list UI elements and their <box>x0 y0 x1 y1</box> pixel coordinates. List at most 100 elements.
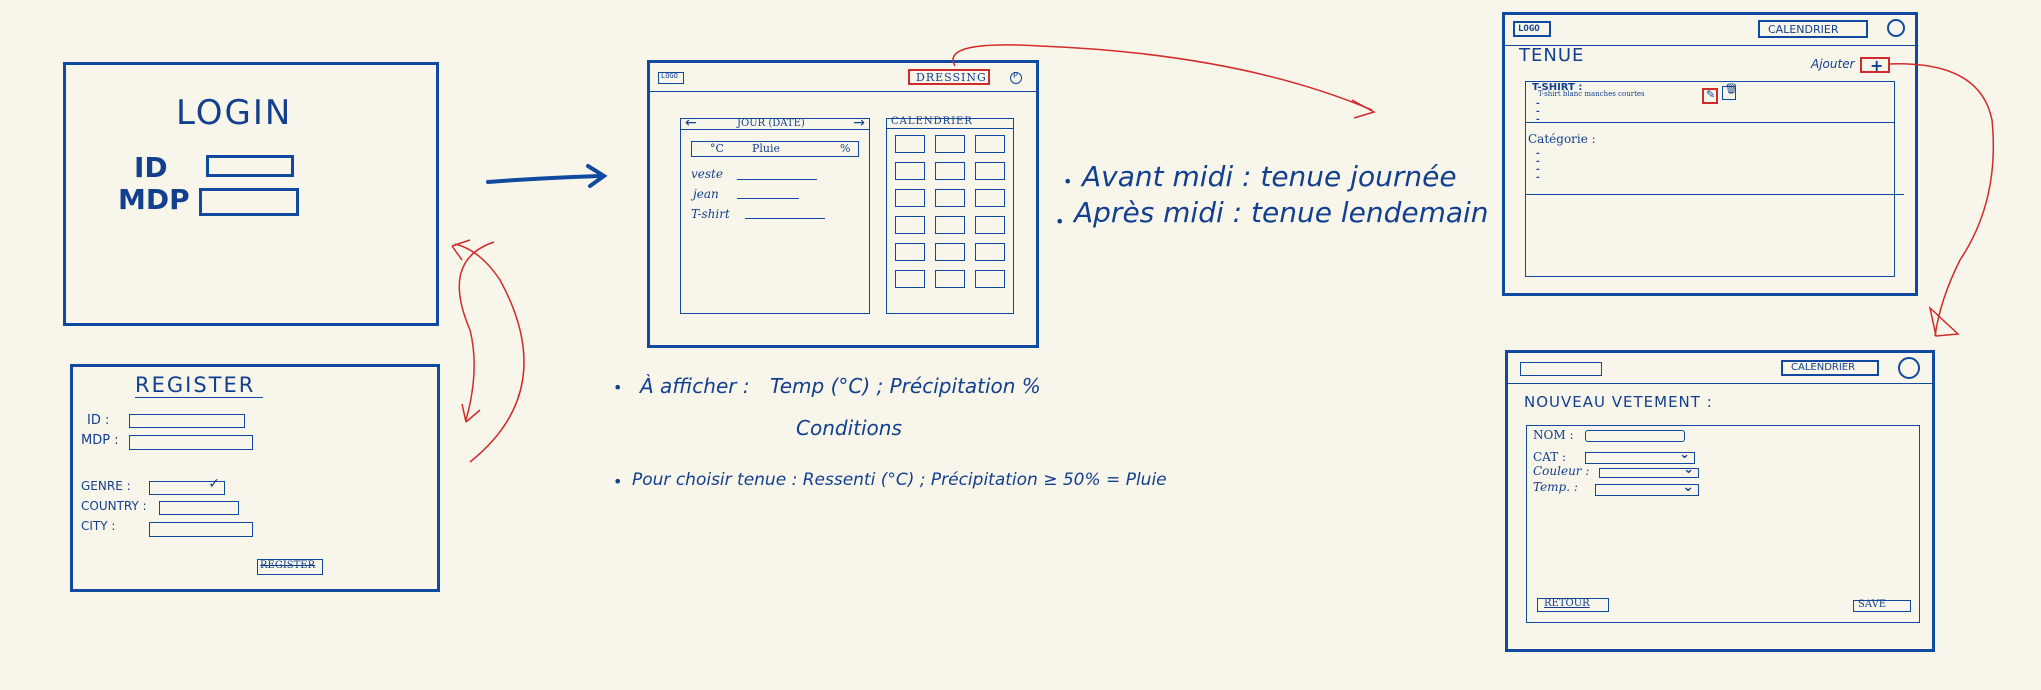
tenue-list: T-SHIRT : T-shirt blanc manches courtes … <box>1525 81 1904 277</box>
tenue-logo: LOGO <box>1513 21 1551 37</box>
dressing-logo: LOGO <box>658 72 684 84</box>
dressing-button[interactable]: DRESSING <box>908 69 990 85</box>
calendar-day-cell[interactable] <box>935 270 965 288</box>
register-country-label: COUNTRY : <box>81 499 147 513</box>
save-button[interactable]: SAVE <box>1853 599 1911 612</box>
item-tshirt-line <box>745 218 825 219</box>
login-mdp-input[interactable] <box>199 188 299 216</box>
calendar-day-cell[interactable] <box>895 189 925 207</box>
register-mdp-input[interactable] <box>129 435 253 450</box>
login-mdp-label: MDP <box>118 183 190 216</box>
calendar-day-cell[interactable] <box>975 162 1005 180</box>
dressing-header-divider <box>650 91 1036 92</box>
item-jean: jean <box>693 187 719 201</box>
register-city-input[interactable] <box>149 522 253 537</box>
calendar-day-cell[interactable] <box>975 270 1005 288</box>
chevron-down-icon: ⌄ <box>1679 447 1690 462</box>
field-temp-label: Temp. : <box>1533 480 1578 494</box>
calendar-day-cell[interactable] <box>935 135 965 153</box>
day-header: JOUR (DATE) <box>737 118 805 129</box>
item-tshirt: T-shirt <box>691 207 730 221</box>
day-header-divider <box>681 129 869 130</box>
nouveau-header-divider <box>1508 383 1932 384</box>
note-display-conditions: Conditions <box>796 416 902 440</box>
register-genre-label: GENRE : <box>81 479 131 493</box>
arrow-left-icon[interactable]: ← <box>685 115 697 131</box>
tenue-profile-icon[interactable] <box>1887 19 1905 37</box>
nouveau-form: NOM : CAT : ⌄ Couleur : ⌄ Temp. : ⌄ RETO… <box>1526 425 1920 623</box>
calendar-day-cell[interactable] <box>895 270 925 288</box>
tenue-logo-text: LOGO <box>1518 24 1540 34</box>
register-id-input[interactable] <box>129 414 245 428</box>
login-id-label: ID <box>134 151 168 184</box>
register-genre-select[interactable]: ✓ <box>149 476 225 495</box>
nouveau-screen: CALENDRIER NOUVEAU VETEMENT : NOM : CAT … <box>1505 350 1935 652</box>
field-couleur-label: Couleur : <box>1533 464 1590 478</box>
nouveau-calendar-button[interactable]: CALENDRIER <box>1781 360 1879 376</box>
tenue-bottom-divider <box>1526 194 1904 195</box>
login-screen: LOGIN ID MDP <box>63 62 439 326</box>
calendar-day-cell[interactable] <box>935 189 965 207</box>
dressing-screen: LOGO DRESSING P ← JOUR (DATE) → °C Pluie… <box>647 60 1039 348</box>
calendar-title: CALENDRIER <box>891 116 973 127</box>
edit-button[interactable]: ✎ <box>1702 88 1718 104</box>
register-city-label: CITY : <box>81 519 116 533</box>
add-button[interactable]: + <box>1860 56 1890 75</box>
field-nom-input[interactable] <box>1585 430 1685 442</box>
calendar-day-cell[interactable] <box>975 189 1005 207</box>
note-morning: Avant midi : tenue journée <box>1082 160 1457 193</box>
register-title: REGISTER <box>135 373 256 397</box>
calendar-day-cell[interactable] <box>935 243 965 261</box>
pencil-icon: ✎ <box>1706 88 1716 101</box>
tenue-section-category: Catégorie : <box>1528 132 1596 146</box>
save-button-label: SAVE <box>1858 599 1887 610</box>
field-cat-label: CAT : <box>1533 450 1567 464</box>
plus-icon: + <box>1870 56 1884 75</box>
calendar-day-cell[interactable] <box>935 216 965 234</box>
day-panel: ← JOUR (DATE) → °C Pluie % veste jean T-… <box>680 115 870 314</box>
calendar-day-cell[interactable] <box>975 135 1005 153</box>
tenue-calendar-button-label: CALENDRIER <box>1768 23 1839 36</box>
calendar-day-cell[interactable] <box>895 216 925 234</box>
register-title-underline <box>135 397 263 398</box>
calendar-day-cell[interactable] <box>975 216 1005 234</box>
tenue-section-tshirt: T-SHIRT : <box>1532 82 1583 93</box>
field-temp-select[interactable]: ⌄ <box>1595 479 1699 496</box>
back-button[interactable]: RETOUR <box>1537 598 1609 612</box>
note-display-prefix: À afficher : <box>640 374 750 398</box>
chevron-down-icon: ⌄ <box>1682 479 1694 495</box>
arrow-right-icon[interactable]: → <box>853 115 865 131</box>
calendar-day-cell[interactable] <box>895 162 925 180</box>
nouveau-calendar-button-label: CALENDRIER <box>1791 362 1856 373</box>
note-display-values: Temp (°C) ; Précipitation % <box>770 374 1041 398</box>
tenue-add-label: Ajouter <box>1811 57 1855 71</box>
item-veste-line <box>737 179 817 180</box>
tenue-header-divider <box>1505 45 1915 46</box>
register-mdp-label: MDP : <box>81 433 119 448</box>
delete-button[interactable]: 🗑 <box>1722 84 1738 100</box>
login-id-input[interactable] <box>206 155 294 177</box>
calendar-day-cell[interactable] <box>895 243 925 261</box>
calendar-day-cell[interactable] <box>975 243 1005 261</box>
field-cat-select[interactable]: ⌄ <box>1585 447 1695 464</box>
field-nom-label: NOM : <box>1533 428 1574 442</box>
item-veste: veste <box>691 167 723 181</box>
tenue-calendar-button[interactable]: CALENDRIER <box>1758 20 1868 38</box>
field-couleur-select[interactable]: ⌄ <box>1599 462 1699 478</box>
weather-bar: °C Pluie % <box>691 141 859 157</box>
calendar-day-cell[interactable] <box>935 162 965 180</box>
note-afternoon: Après midi : tenue lendemain <box>1074 196 1489 229</box>
nouveau-logo <box>1520 362 1602 376</box>
register-screen: REGISTER ID : MDP : GENRE : ✓ COUNTRY : … <box>70 364 440 592</box>
note-bullet-4: • <box>1055 212 1065 231</box>
register-id-label: ID : <box>87 413 110 428</box>
register-button[interactable]: REGISTER <box>257 559 323 575</box>
register-country-input[interactable] <box>159 501 239 515</box>
note-choose-outfit: Pour choisir tenue : Ressenti (°C) ; Pré… <box>632 470 1167 490</box>
calendar-panel: CALENDRIER <box>886 116 1014 314</box>
tenue-section-divider <box>1526 122 1894 123</box>
calendar-day-cell[interactable] <box>895 135 925 153</box>
dressing-logo-text: LOGO <box>661 72 678 80</box>
profile-icon[interactable]: P <box>1010 71 1022 84</box>
nouveau-profile-icon[interactable] <box>1898 357 1920 379</box>
